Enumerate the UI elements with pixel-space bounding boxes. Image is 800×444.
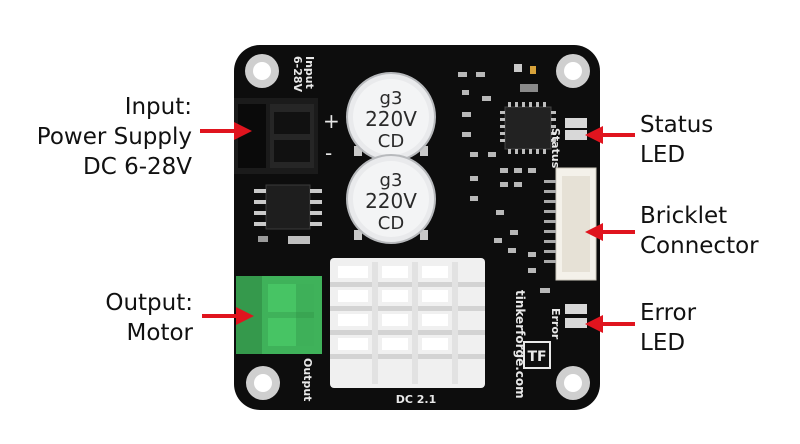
silk-error: Error [549, 308, 562, 340]
svg-text:TF: TF [527, 349, 546, 365]
label-output: Output: Motor [105, 288, 193, 348]
arrow-output-icon [202, 307, 254, 325]
label-input-line1: Input: [124, 94, 192, 120]
mounting-hole-top-right [556, 54, 590, 88]
label-bricklet: Bricklet Connector [640, 201, 759, 261]
silk-output: Output [301, 358, 314, 401]
error-led [565, 304, 587, 328]
mounting-hole-bottom-right [556, 366, 590, 400]
bricklet-connector [544, 167, 597, 281]
cap-bottom-rating: 220V [365, 189, 417, 213]
arrow-input-icon [200, 122, 252, 140]
capacitor-bottom [346, 154, 436, 244]
silk-minus: - [325, 141, 332, 165]
cap-top-code: g3 [380, 88, 403, 109]
label-error: Error LED [640, 298, 696, 358]
silk-input-range: 6-28V [291, 56, 304, 93]
microcontroller-chip [500, 102, 556, 154]
label-status-line2: LED [640, 142, 686, 168]
output-terminal-block [236, 276, 322, 354]
arrow-bricklet-icon [585, 223, 635, 241]
arrow-status-icon [585, 126, 635, 144]
silk-status: Status [549, 128, 562, 169]
label-status: Status LED [640, 110, 713, 170]
label-input-line3: DC 6-28V [82, 154, 192, 180]
silk-plus: + [323, 109, 340, 133]
label-input-line2: Power Supply [36, 124, 192, 150]
smd-components [458, 64, 550, 293]
driver-chip [254, 184, 322, 230]
capacitor-top [346, 72, 436, 162]
label-input: Input: Power Supply DC 6-28V [37, 92, 192, 182]
arrow-error-icon [585, 315, 635, 333]
status-led [565, 118, 587, 140]
cap-top-rating: 220V [365, 107, 417, 131]
label-error-line1: Error [640, 300, 697, 326]
heatsink [330, 258, 485, 388]
cap-bottom-brand: CD [378, 213, 404, 234]
silk-brand: tinkerforge.com [513, 290, 527, 399]
label-output-line2: Motor [126, 320, 193, 346]
input-terminal-block [234, 98, 318, 174]
silk-input-title: Input [303, 56, 316, 89]
mounting-hole-top-left [245, 54, 279, 88]
cap-top-brand: CD [378, 131, 404, 152]
label-error-line2: LED [640, 330, 686, 356]
cap-bottom-code: g3 [380, 170, 403, 191]
label-bricklet-line1: Bricklet [640, 203, 728, 229]
tinkerforge-logo: TF [523, 341, 551, 369]
mounting-hole-bottom-left [246, 366, 280, 400]
label-bricklet-line2: Connector [640, 233, 759, 259]
silk-board-name: DC 2.1 [396, 393, 437, 406]
label-output-line1: Output: [105, 290, 193, 316]
label-status-line1: Status [640, 112, 714, 138]
